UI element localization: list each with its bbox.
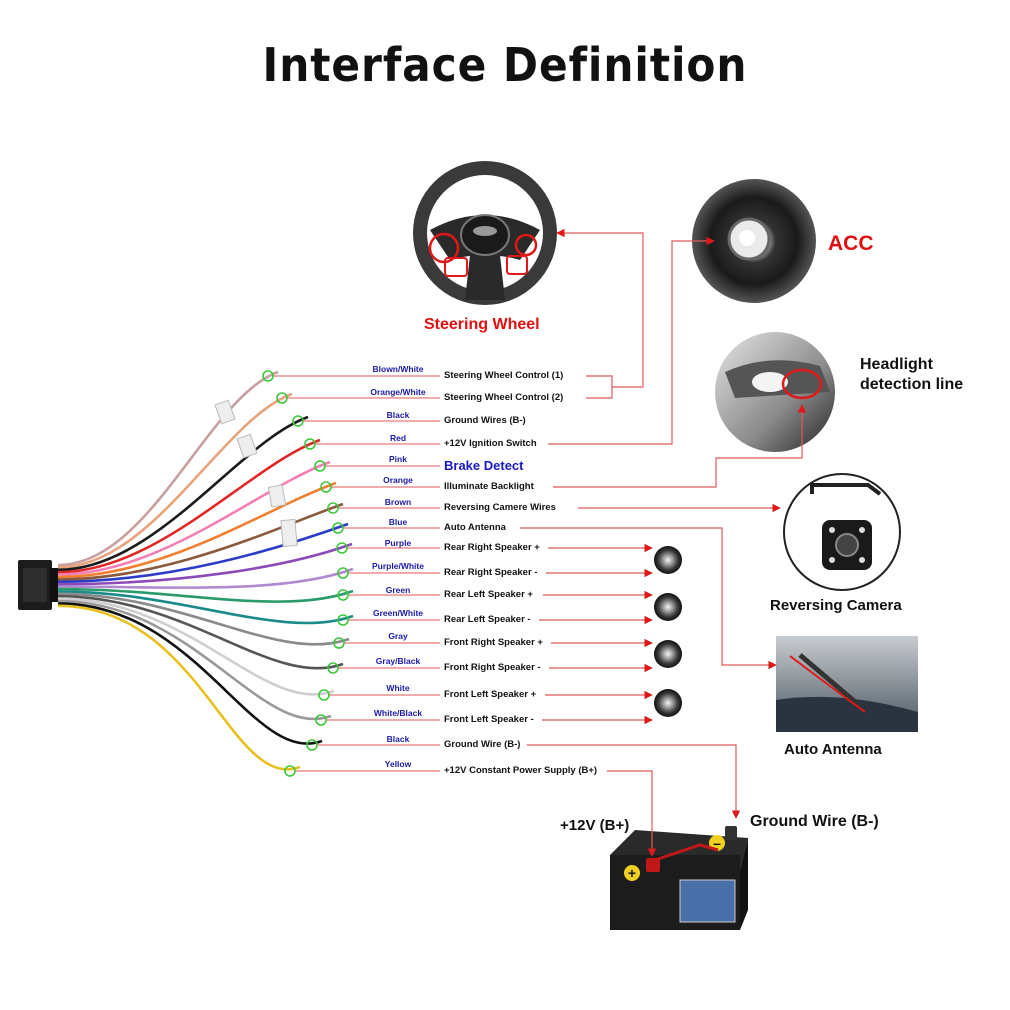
harness-wire: [57, 502, 344, 581]
harness-wire: [57, 567, 354, 589]
terminal-marker-icon: [315, 714, 327, 726]
steering-wheel-label: Steering Wheel: [424, 316, 540, 333]
wire-function-label: +12V Ignition Switch: [444, 438, 537, 449]
wire-color-label: White: [386, 683, 410, 693]
harness-wire: [57, 522, 349, 584]
wire-color-label: Brown: [384, 497, 412, 507]
harness-wire: [57, 392, 293, 569]
harness-wire: [57, 602, 323, 745]
wire-function-label: Ground Wire (B-): [444, 739, 521, 750]
harness-wire: [57, 594, 344, 670]
terminal-marker-icon: [306, 739, 318, 751]
terminal-marker-icon: [327, 662, 339, 674]
wire-function-label: Rear Left Speaker -: [444, 614, 531, 625]
harness-wire: [57, 597, 335, 696]
harness-wire: [57, 590, 354, 625]
connection-lines: [520, 228, 807, 857]
wire-color-label: Orange: [383, 475, 413, 485]
terminal-marker-icon: [337, 589, 349, 601]
reversing-camera-icon: [783, 473, 901, 591]
harness-wire: [57, 599, 332, 721]
brake-detect-label: Brake Detect: [444, 458, 524, 473]
wire-function-label: Steering Wheel Control (2): [444, 392, 564, 403]
battery-ground-label: Ground Wire (B-): [750, 813, 879, 830]
wire-function-label: Rear Left Speaker +: [444, 589, 533, 600]
wire-function-label: +12V Constant Power Supply (B+): [444, 765, 598, 776]
wire-function-label: Front Left Speaker +: [444, 689, 537, 700]
wire-color-label: Red: [389, 433, 407, 443]
terminal-marker-icon: [304, 438, 316, 450]
wire-function-label: Front Right Speaker +: [444, 637, 543, 648]
page-title: Interface Definition: [262, 38, 748, 92]
wire-function-label: Rear Right Speaker -: [444, 567, 538, 578]
auto-antenna-icon: [776, 636, 918, 732]
harness-wire: [57, 542, 353, 586]
headlight-icon: [715, 332, 835, 452]
wire-color-label: Black: [386, 410, 410, 420]
wire-function-label: Front Right Speaker -: [444, 662, 541, 673]
terminal-marker-icon: [262, 370, 274, 382]
battery-icon: + –: [610, 826, 748, 930]
terminal-marker-icon: [333, 637, 345, 649]
acc-label: ACC: [828, 232, 874, 255]
terminal-marker-icon: [337, 614, 349, 626]
wire-function-label: Ground Wires (B-): [444, 415, 526, 426]
reversing-camera-label: Reversing Camera: [770, 597, 902, 614]
harness-wire: [57, 370, 279, 567]
wire-color-label: White/Black: [373, 708, 423, 718]
wire-color-label: Black: [386, 734, 410, 744]
svg-text:–: –: [713, 835, 721, 851]
connector-plug-icon: [18, 560, 58, 610]
wire-color-label: Yellow: [384, 759, 412, 769]
wire-color-label: Purple/White: [372, 561, 424, 571]
wire-color-label: Purple: [384, 538, 412, 548]
harness-wire: [57, 587, 354, 603]
wire-function-label: Rear Right Speaker +: [444, 542, 540, 553]
harness-wire: [57, 438, 321, 574]
wire-color-label: Gray: [388, 631, 408, 641]
harness-wire: [57, 604, 301, 771]
terminal-marker-icon: [292, 415, 304, 427]
wire-color-label: Blue: [388, 517, 408, 527]
wire-function-label: Auto Antenna: [444, 522, 506, 533]
steering-wheel-icon: [413, 161, 557, 305]
harness-wire: [57, 481, 337, 579]
wire-color-label: Green: [385, 585, 411, 595]
wire-function-label: Reversing Camere Wires: [444, 502, 556, 513]
terminal-marker-icon: [327, 502, 339, 514]
terminal-marker-icon: [332, 522, 344, 534]
acc-ignition-icon: [692, 179, 816, 303]
headlight-label-line2: detection line: [860, 376, 964, 393]
wire-color-label: Orange/White: [370, 387, 426, 397]
wire-color-label: Green/White: [372, 608, 424, 618]
wire-function-label: Front Left Speaker -: [444, 714, 534, 725]
wire-function-label: Steering Wheel Control (1): [444, 370, 564, 381]
terminal-marker-icon: [314, 460, 326, 472]
wire-color-label: Pink: [389, 454, 407, 464]
terminal-marker-icon: [336, 542, 348, 554]
wire-color-label: Blown/White: [372, 364, 424, 374]
speaker-icons: [654, 546, 682, 717]
terminal-marker-icon: [276, 392, 288, 404]
harness-wire: [57, 460, 331, 576]
cable-tag-icons: [214, 399, 298, 548]
terminal-marker-icon: [318, 689, 330, 701]
terminal-marker-icon: [284, 765, 296, 777]
svg-text:+: +: [628, 865, 636, 881]
wire-function-label: Illuminate Backlight: [444, 481, 534, 492]
auto-antenna-label: Auto Antenna: [784, 741, 882, 758]
harness-wire: [57, 592, 350, 646]
terminal-marker-icon: [337, 567, 349, 579]
harness-wire: [57, 415, 309, 572]
headlight-label-line1: Headlight: [860, 356, 933, 373]
terminal-marker-icon: [320, 481, 332, 493]
battery-plus-label: +12V (B+): [560, 817, 630, 834]
wire-color-label: Gray/Black: [375, 656, 421, 666]
